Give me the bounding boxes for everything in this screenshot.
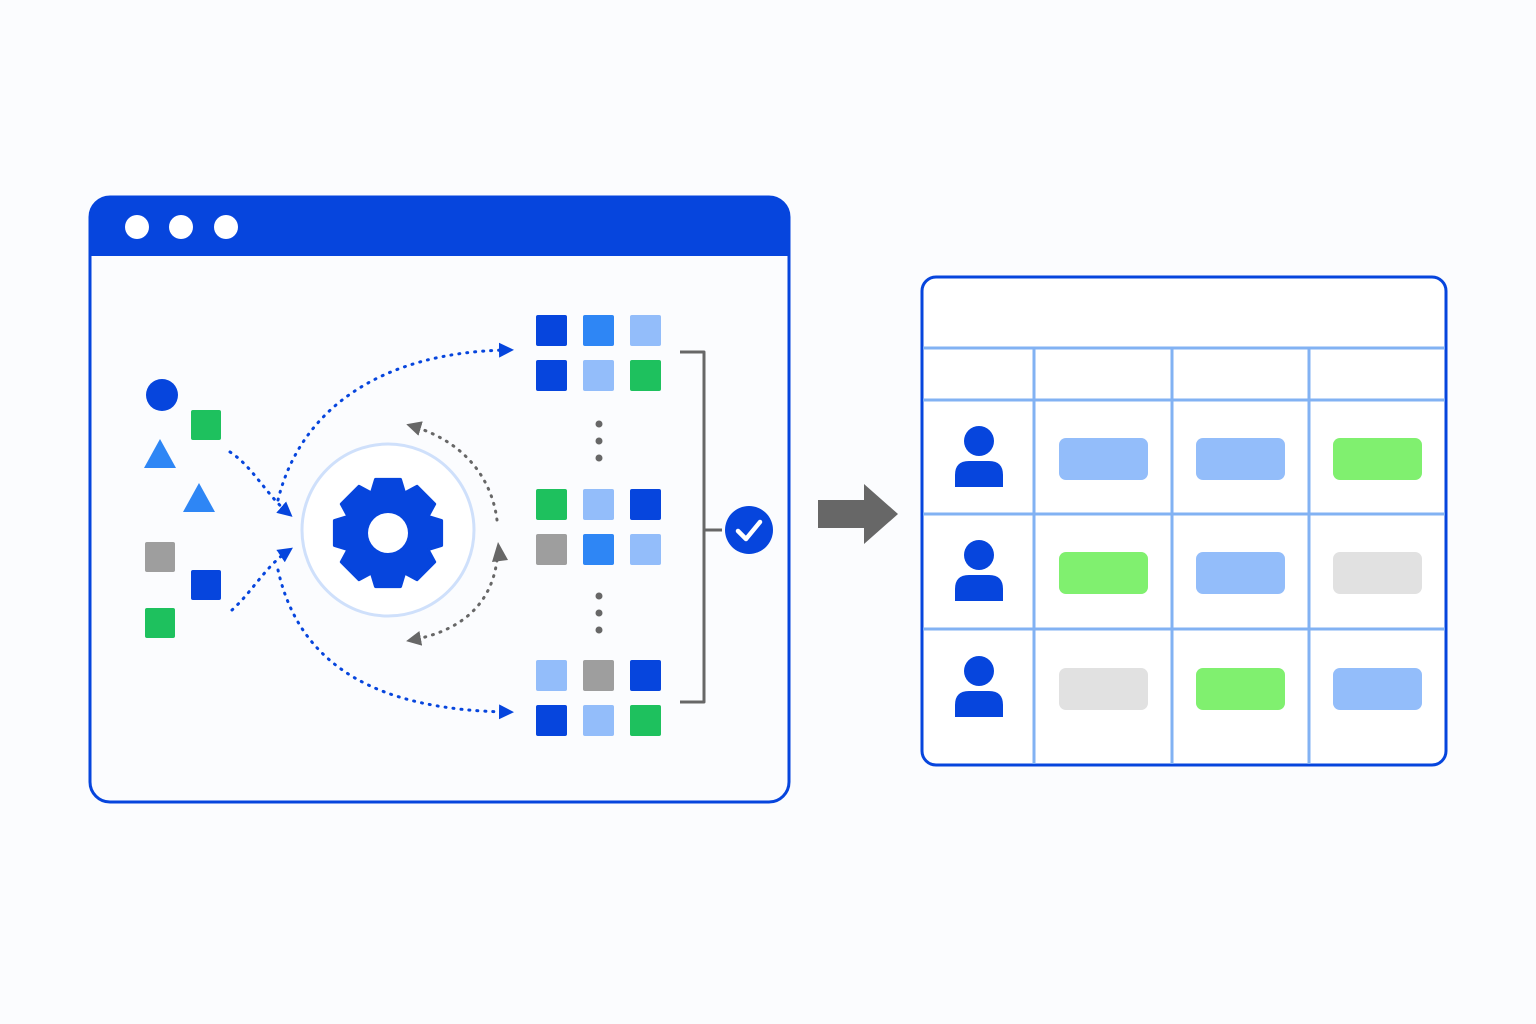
table-grid-lines (923, 346, 1445, 764)
output-square (536, 489, 567, 520)
table-cell-pill (1196, 552, 1285, 594)
table-cell-pill (1059, 668, 1148, 710)
distribution-arrows (276, 342, 514, 720)
input-shapes (144, 379, 221, 638)
feedback-arrowhead (492, 542, 508, 562)
output-square (630, 315, 661, 346)
input-flow-arrows (228, 450, 293, 612)
distribution-arrow (276, 568, 514, 720)
input-arrow (228, 450, 293, 517)
table-row (955, 656, 1422, 717)
output-square (630, 660, 661, 691)
user-icon (955, 656, 1003, 717)
output-groups (536, 315, 661, 736)
output-square (583, 660, 614, 691)
window-dot (169, 215, 193, 239)
user-head (964, 540, 994, 570)
output-square (630, 489, 661, 520)
arrow-right-icon (818, 484, 898, 544)
table-cell-pill (1333, 438, 1422, 480)
output-square (536, 660, 567, 691)
user-icon (955, 426, 1003, 487)
table-cell-pill (1196, 438, 1285, 480)
output-square (583, 360, 614, 391)
output-group (536, 660, 661, 736)
output-square (536, 315, 567, 346)
check-circle-icon (725, 506, 773, 554)
user-icon (955, 540, 1003, 601)
output-square (583, 534, 614, 565)
output-group (536, 315, 661, 391)
output-square (536, 705, 567, 736)
window-dot (214, 215, 238, 239)
result-table (920, 275, 1448, 767)
feedback-arrow (406, 558, 499, 646)
input-square (191, 570, 221, 600)
input-triangle (144, 439, 176, 468)
user-body (955, 691, 1003, 717)
user-body (955, 461, 1003, 487)
gear-icon (332, 477, 444, 589)
input-square (145, 542, 175, 572)
output-square (630, 360, 661, 391)
output-square (630, 705, 661, 736)
table-row (955, 426, 1422, 487)
output-square (630, 534, 661, 565)
user-head (964, 656, 994, 686)
output-square (583, 315, 614, 346)
input-square (191, 410, 221, 440)
table-cell-pill (1333, 668, 1422, 710)
window-controls (125, 215, 238, 239)
table-cell-pill (1333, 552, 1422, 594)
output-group (536, 489, 661, 565)
gear-hole (368, 513, 408, 553)
app-window (88, 195, 791, 804)
output-square (536, 360, 567, 391)
user-head (964, 426, 994, 456)
table-cell-pill (1196, 668, 1285, 710)
distribution-arrow (276, 342, 514, 502)
input-square (145, 608, 175, 638)
window-frame (88, 195, 791, 804)
output-square (583, 705, 614, 736)
table-cell-pill (1059, 552, 1148, 594)
output-square (536, 534, 567, 565)
table-row (955, 540, 1422, 601)
group-bracket (680, 350, 722, 704)
user-body (955, 575, 1003, 601)
ellipsis-dots (595, 420, 603, 634)
table-cell-pill (1059, 438, 1148, 480)
window-titlebar (90, 197, 789, 256)
feedback-arrows (406, 421, 508, 646)
table-rows (955, 426, 1422, 717)
output-square (583, 489, 614, 520)
input-arrow (230, 547, 293, 612)
input-triangle (183, 483, 215, 512)
input-circle (146, 379, 178, 411)
window-dot (125, 215, 149, 239)
